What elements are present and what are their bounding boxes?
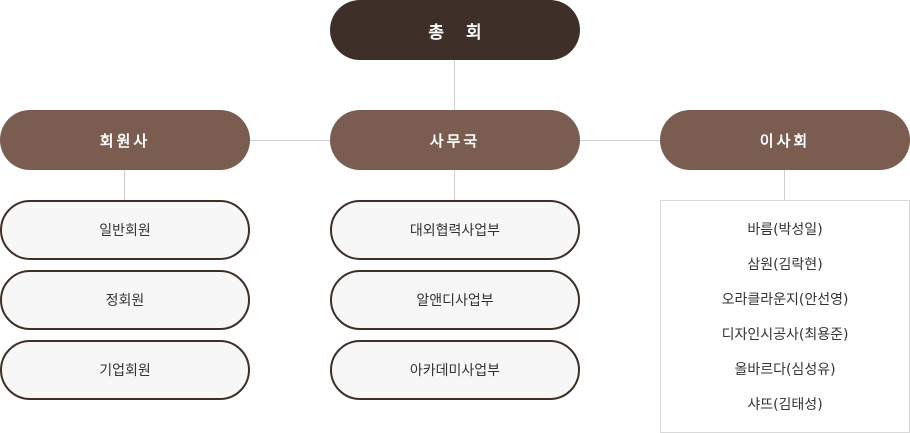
connector-horizontal-right (580, 140, 660, 141)
board-member-3: 오라클라운지(안선영) (721, 292, 849, 308)
rnd-department-node: 알앤디사업부 (330, 270, 580, 330)
board-member-4: 디자인시공사(최용준) (721, 327, 849, 343)
board-member-1: 바름(박성일) (747, 222, 823, 238)
external-cooperation-node: 대외협력사업부 (330, 200, 580, 260)
board-member-2: 삼원(김락현) (747, 257, 823, 273)
connector-top-to-middle (454, 60, 455, 110)
board-member-5: 올바르다(심성유) (734, 362, 836, 378)
corporate-member-node: 기업회원 (0, 340, 250, 400)
connector-horizontal-left (250, 140, 330, 141)
regular-member-node: 정회원 (0, 270, 250, 330)
secretariat-node: 사무국 (330, 110, 580, 170)
member-companies-node: 회원사 (0, 110, 250, 170)
general-assembly-node: 총 회 (330, 0, 580, 60)
connector-middle-down (454, 170, 455, 200)
board-member-6: 샤뜨(김태성) (747, 397, 823, 413)
connector-right-down (784, 170, 785, 200)
board-of-directors-node: 이사회 (660, 110, 910, 170)
connector-left-down (124, 170, 125, 200)
board-members-box: 바름(박성일) 삼원(김락현) 오라클라운지(안선영) 디자인시공사(최용준) … (660, 200, 910, 433)
general-member-node: 일반회원 (0, 200, 250, 260)
academy-department-node: 아카데미사업부 (330, 340, 580, 400)
